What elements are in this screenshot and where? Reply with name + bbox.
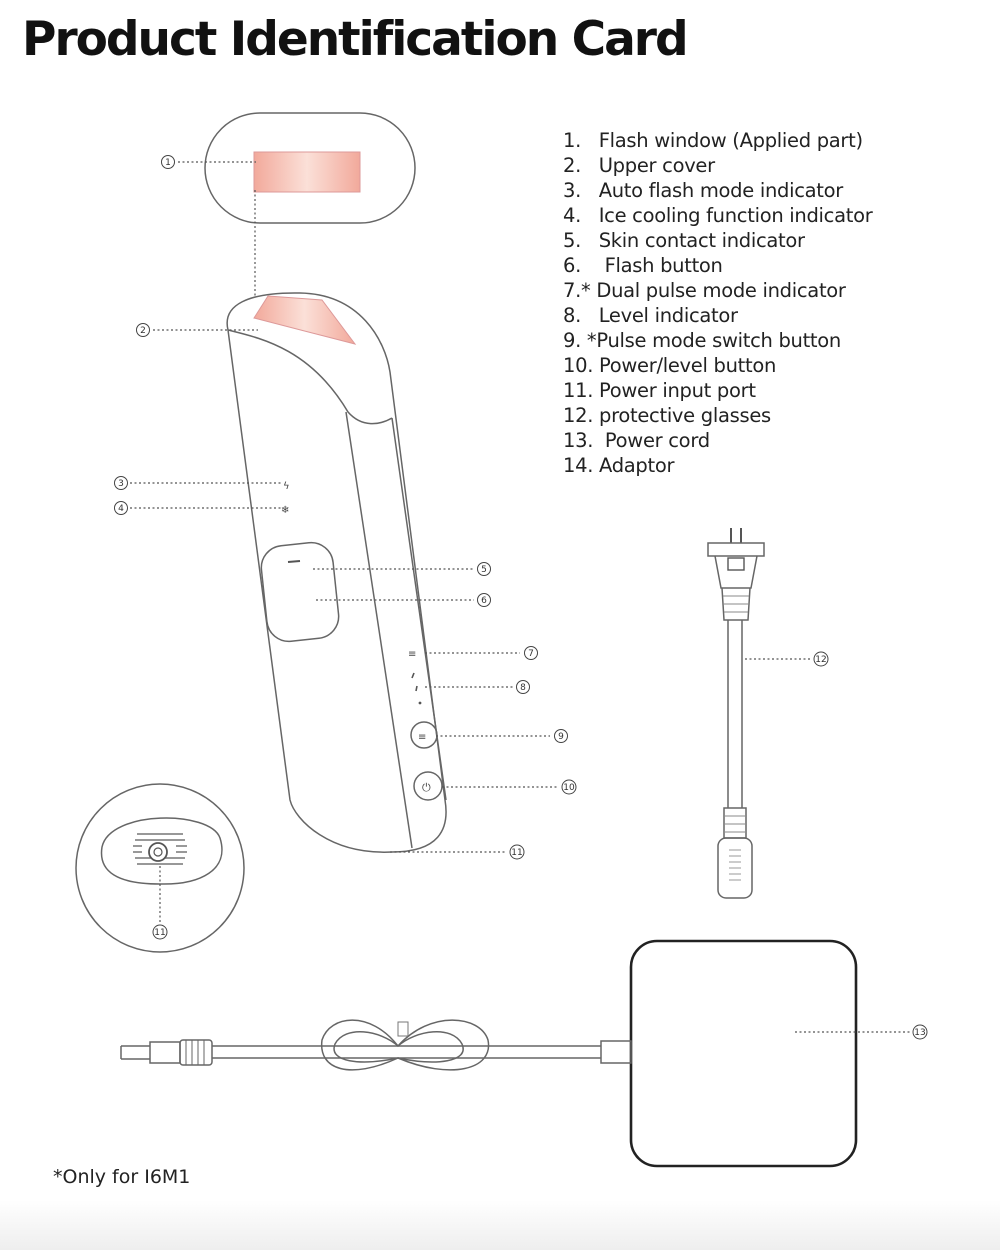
callout-1: 1	[161, 155, 175, 169]
ice-cooling-icon: ❄	[281, 505, 289, 516]
list-item: 3. Auto flash mode indicator	[563, 179, 843, 202]
flash-button	[260, 541, 340, 643]
list-item: 7.* Dual pulse mode indicator	[563, 279, 846, 302]
list-item: 14. Adaptor	[563, 454, 675, 477]
svg-text:11: 11	[154, 928, 165, 938]
callout-11b: 11	[152, 924, 168, 940]
callout-6: 6	[477, 593, 491, 607]
list-item: 1. Flash window (Applied part)	[563, 129, 863, 152]
svg-text:10: 10	[563, 783, 575, 793]
callout-5: 5	[477, 562, 491, 576]
page-title: Product Identification Card	[22, 12, 689, 67]
svg-text:2: 2	[140, 326, 146, 336]
list-item: 8. Level indicator	[563, 304, 738, 327]
svg-text:7: 7	[528, 649, 534, 659]
callout-4: 4	[114, 501, 128, 515]
callout-9: 9	[554, 729, 568, 743]
callout-10: 10	[561, 779, 577, 795]
svg-text:3: 3	[118, 479, 124, 489]
svg-text:12: 12	[815, 655, 826, 665]
list-item: 2. Upper cover	[563, 154, 715, 177]
power-input-port	[148, 842, 168, 862]
callout-12: 12	[813, 651, 829, 667]
callout-7: 7	[524, 646, 538, 660]
callout-8: 8	[516, 680, 530, 694]
pulse-mode-button	[410, 721, 438, 749]
svg-text:9: 9	[558, 732, 564, 742]
list-item: 11. Power input port	[563, 379, 756, 402]
adaptor	[120, 939, 858, 1168]
list-item: 6. Flash button	[563, 254, 723, 277]
svg-text:11: 11	[511, 848, 522, 858]
power-input-port-detail	[75, 783, 245, 953]
power-level-button	[413, 771, 443, 801]
flash-window	[253, 295, 357, 345]
flash-window	[253, 151, 361, 193]
handset-body: ϟ ❄ ≡ ≡ ⏻	[226, 292, 447, 853]
svg-text:≡: ≡	[418, 732, 426, 743]
svg-text:4: 4	[118, 504, 124, 514]
flash-window-detail	[204, 112, 416, 298]
list-item: 4. Ice cooling function indicator	[563, 204, 873, 227]
callout-11: 11	[509, 844, 525, 860]
callout-3: 3	[114, 476, 128, 490]
auto-flash-icon: ϟ	[283, 481, 290, 492]
power-cord	[707, 528, 765, 899]
bottom-fade	[0, 1200, 1000, 1250]
svg-text:8: 8	[520, 683, 526, 693]
list-item: 5. Skin contact indicator	[563, 229, 805, 252]
power-icon: ⏻	[422, 781, 431, 794]
list-item: 12. protective glasses	[563, 404, 771, 427]
list-item: 9. *Pulse mode switch button	[563, 329, 841, 352]
svg-text:1: 1	[165, 158, 171, 168]
leader-lines	[130, 161, 910, 1033]
footnote: *Only for I6M1	[53, 1166, 191, 1188]
list-item: 13. Power cord	[563, 429, 710, 452]
svg-text:5: 5	[481, 565, 487, 575]
svg-text:6: 6	[481, 596, 487, 606]
callout-2: 2	[136, 323, 150, 337]
svg-text:13: 13	[914, 1028, 925, 1038]
callout-13: 13	[912, 1024, 928, 1040]
dual-pulse-icon: ≡	[408, 649, 416, 660]
parts-list: 1. Flash window (Applied part) 2. Upper …	[563, 128, 873, 478]
list-item: 10. Power/level button	[563, 354, 777, 377]
callouts: 1 2 3 4 5 6 7 8 9 10 11 11 12 13	[114, 155, 928, 1040]
